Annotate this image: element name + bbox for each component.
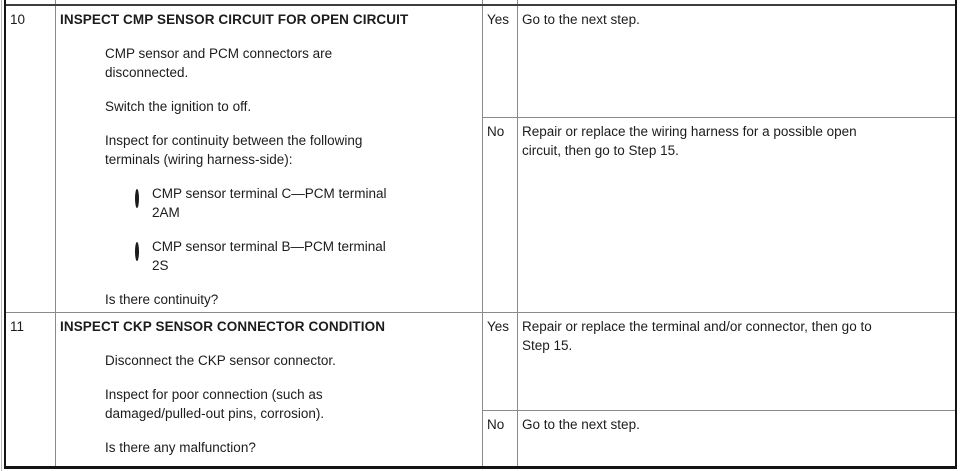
inspection-cell: INSPECT CKP SENSOR CONNECTOR CONDITION D…	[56, 313, 483, 466]
remnant-result-cell	[483, 0, 955, 4]
step-number-cell: 11	[6, 313, 56, 466]
bullet-item: Is there continuity?	[88, 290, 480, 309]
bullet-item: CMP sensor and PCM connectors are discon…	[88, 44, 480, 82]
scan-edge-artifact	[1, 0, 2, 471]
sub-bullet-text: CMP sensor terminal C—PCM terminal 2AM	[152, 186, 387, 220]
bullet-item: Disconnect the CKP sensor connector.	[88, 351, 480, 370]
diagnostic-table: 10 INSPECT CMP SENSOR CIRCUIT FOR OPEN C…	[4, 0, 957, 469]
bullet-text: Is there any malfunction?	[105, 440, 256, 455]
bullet-item: Is there any malfunction?	[88, 438, 480, 457]
yes-label-cell: Yes	[483, 313, 518, 410]
bullet-item: Inspect for continuity between the follo…	[88, 131, 480, 169]
filled-bullet-icon	[88, 131, 105, 169]
yes-action-cell: Repair or replace the terminal and/or co…	[522, 319, 872, 353]
bullet-item: Inspect for poor connection (such as dam…	[88, 385, 480, 423]
yes-action-cell: Go to the next step.	[522, 12, 640, 27]
hollow-bullet-icon	[135, 184, 152, 222]
filled-bullet-icon	[88, 385, 105, 423]
step-row-11: 11 INSPECT CKP SENSOR CONNECTOR CONDITIO…	[6, 313, 955, 466]
bullet-text: Is there continuity?	[105, 292, 219, 307]
hollow-bullet-icon	[135, 237, 152, 275]
yes-label-cell: Yes	[483, 6, 518, 117]
bullet-text: Inspect for continuity between the follo…	[105, 133, 363, 167]
sub-bullet-item: CMP sensor terminal B—PCM terminal 2S	[135, 237, 480, 275]
no-label-cell: No	[483, 118, 518, 312]
filled-bullet-icon	[88, 438, 105, 457]
remnant-action-cell	[518, 0, 955, 4]
remnant-inspection-cell	[56, 0, 483, 4]
sub-bullet-text: CMP sensor terminal B—PCM terminal 2S	[152, 239, 386, 273]
filled-bullet-icon	[88, 44, 105, 82]
no-branch: No Repair or replace the wiring harness …	[483, 118, 955, 312]
yes-label: Yes	[487, 12, 510, 27]
sub-bullet-item: CMP sensor terminal C—PCM terminal 2AM	[135, 184, 480, 222]
no-branch: No Go to the next step.	[483, 411, 955, 466]
step-number: 10	[10, 12, 26, 27]
bullet-text: Disconnect the CKP sensor connector.	[105, 353, 336, 368]
no-action-cell: Go to the next step.	[522, 417, 640, 432]
result-cell: Yes Repair or replace the terminal and/o…	[483, 313, 955, 466]
inspection-title: INSPECT CMP SENSOR CIRCUIT FOR OPEN CIRC…	[60, 12, 409, 27]
bullet-text: Inspect for poor connection (such as dam…	[105, 387, 325, 421]
step-row-10: 10 INSPECT CMP SENSOR CIRCUIT FOR OPEN C…	[6, 6, 955, 313]
yes-branch: Yes Repair or replace the terminal and/o…	[483, 313, 955, 411]
inspection-cell: INSPECT CMP SENSOR CIRCUIT FOR OPEN CIRC…	[56, 6, 483, 312]
previous-row-remnant	[6, 0, 955, 6]
bullet-text: CMP sensor and PCM connectors are discon…	[105, 46, 333, 80]
step-number: 11	[10, 319, 25, 334]
remnant-step-cell	[6, 0, 56, 4]
bullet-item: Switch the ignition to off.	[88, 97, 480, 116]
no-label-cell: No	[483, 411, 518, 466]
result-cell: Yes Go to the next step. No Repair or re…	[483, 6, 955, 312]
filled-bullet-icon	[88, 290, 105, 309]
no-label: No	[487, 124, 505, 139]
yes-label: Yes	[487, 319, 510, 334]
no-action-cell: Repair or replace the wiring harness for…	[522, 124, 857, 158]
bullet-text: Switch the ignition to off.	[105, 99, 252, 114]
filled-bullet-icon	[88, 97, 105, 116]
yes-branch: Yes Go to the next step.	[483, 6, 955, 118]
inspection-title: INSPECT CKP SENSOR CONNECTOR CONDITION	[60, 319, 386, 334]
step-number-cell: 10	[6, 6, 56, 312]
filled-bullet-icon	[88, 351, 105, 370]
remnant-yesno-cell	[483, 0, 518, 4]
no-label: No	[487, 417, 505, 432]
